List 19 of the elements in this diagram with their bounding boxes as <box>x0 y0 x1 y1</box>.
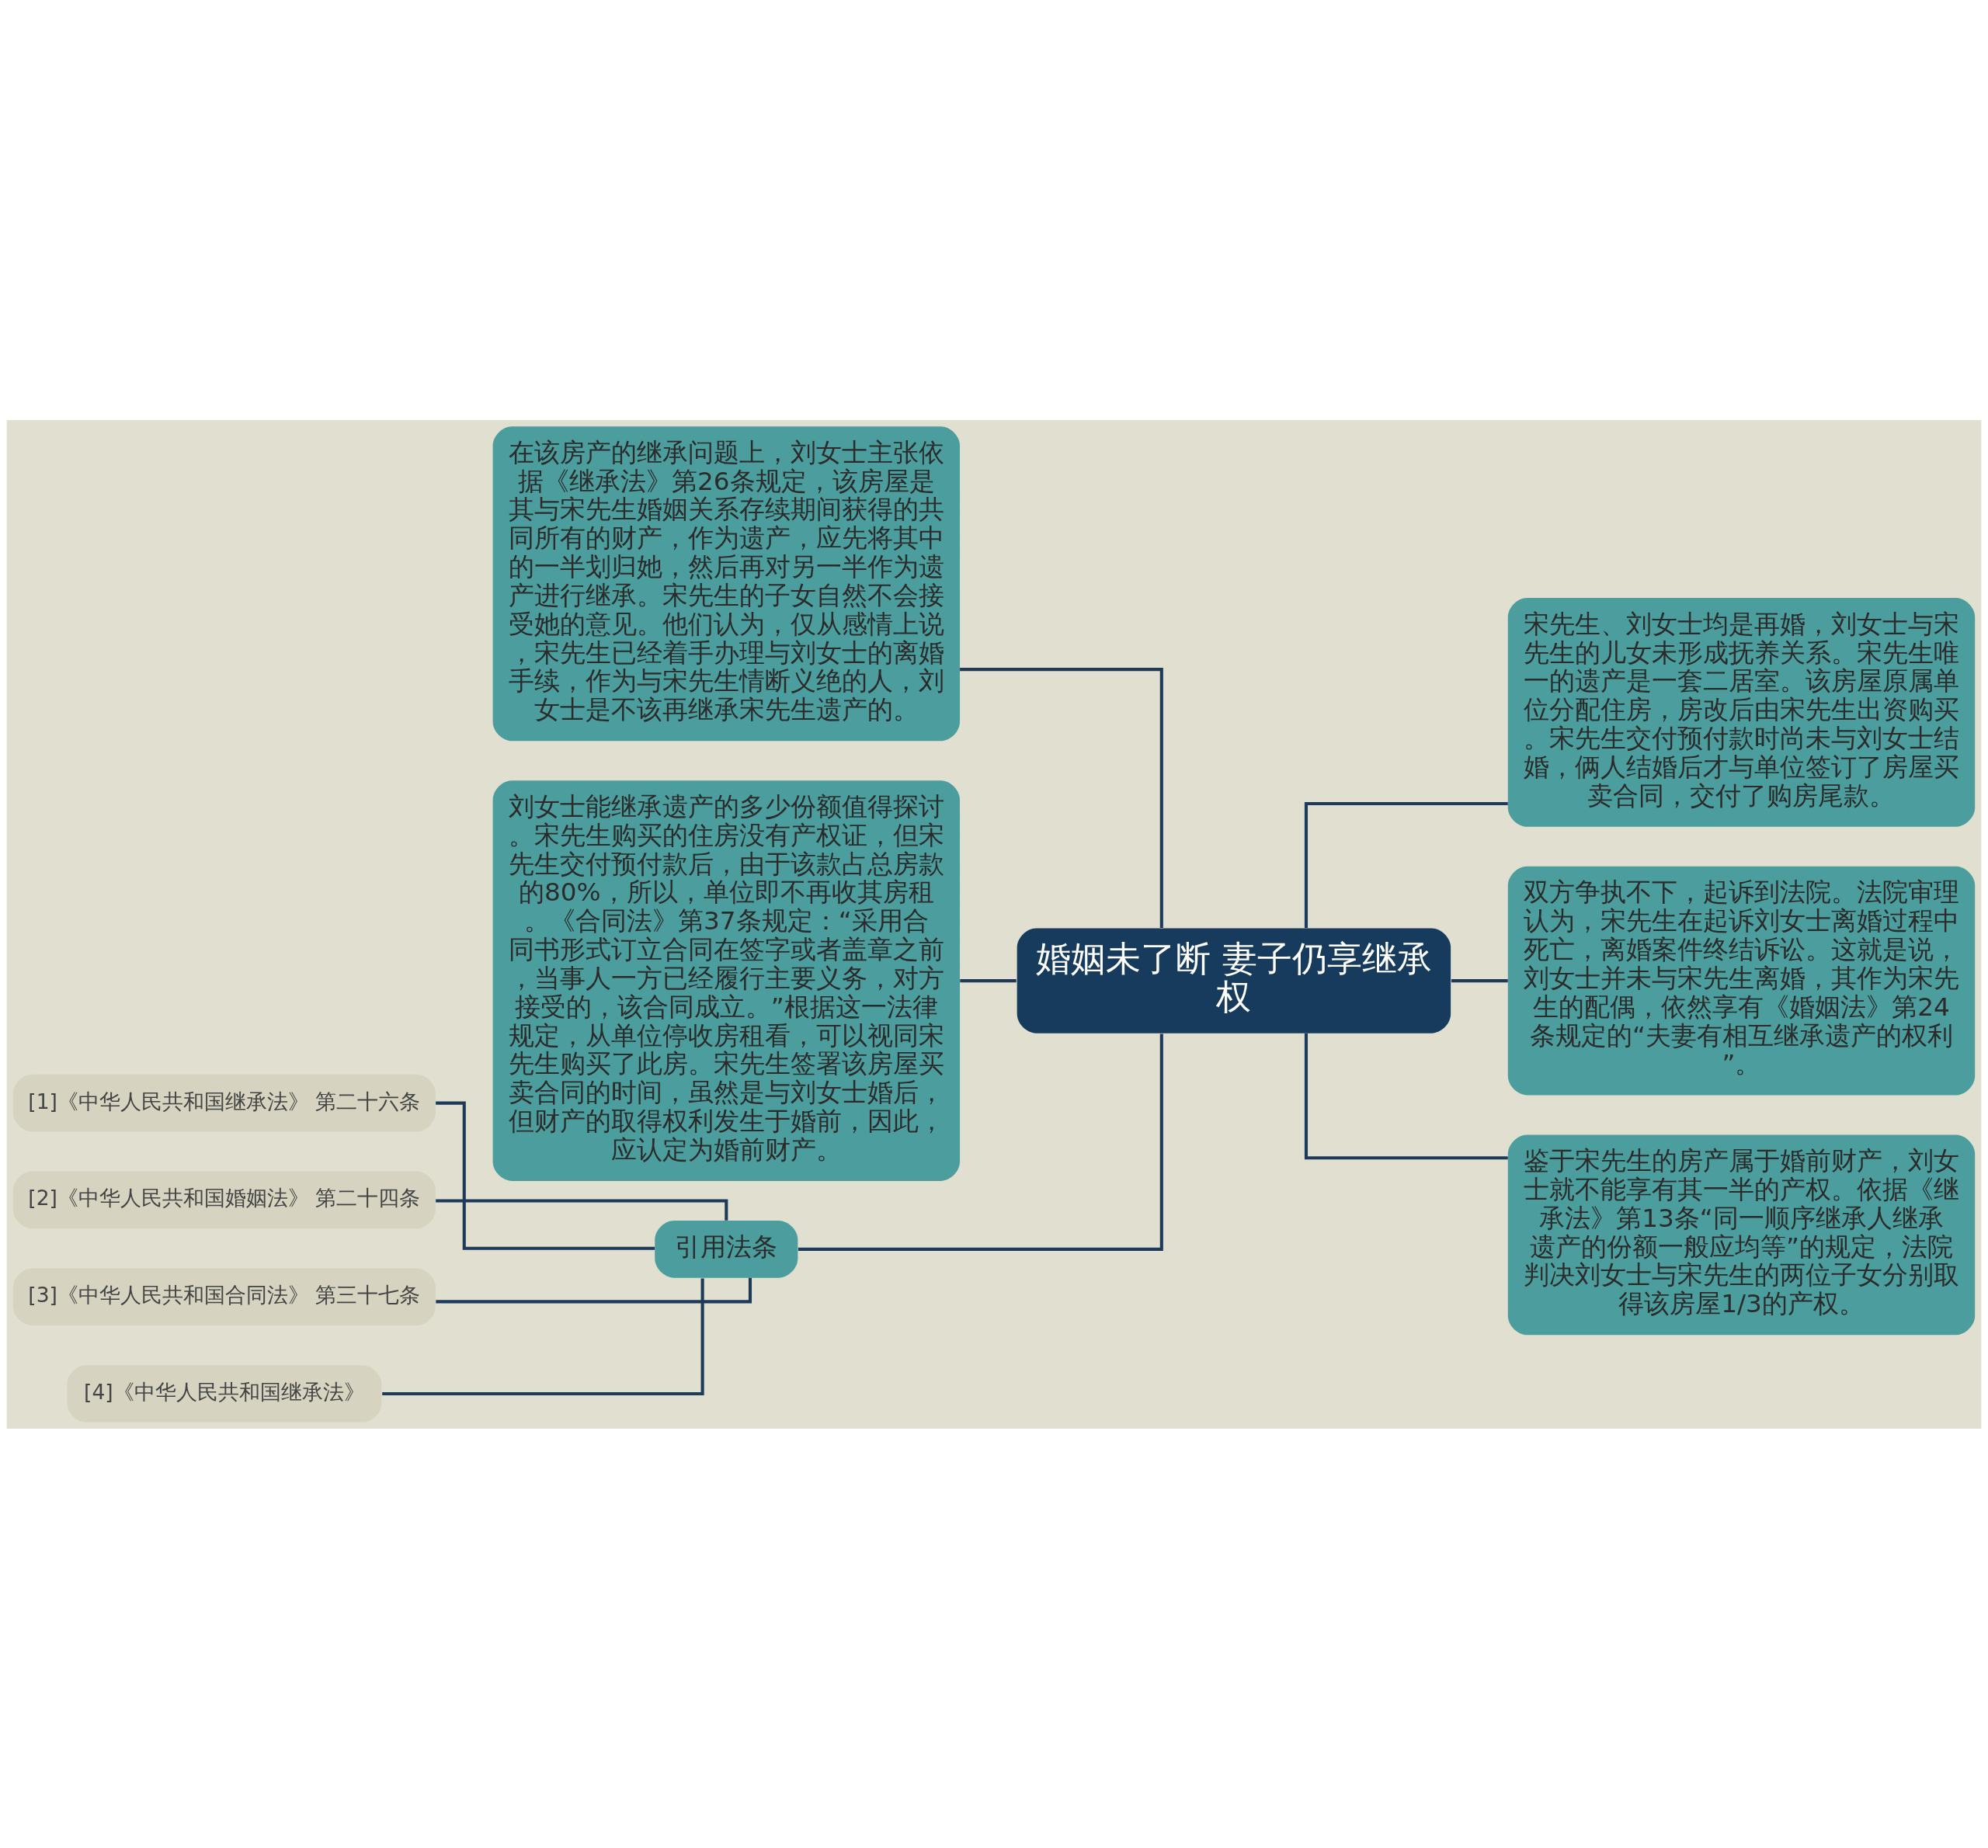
node-box: 刘女士能继承遗产的多少份额值得探讨。宋先生购买的住房没有产权证，但宋先生交付预付款后，由于该款占总房款的80%，所以，单位即不再收其房租。《合同法》第37条规定：“采用合同书形式订立合同在签字或者盖章之前，当事人一方已经履行主要义务，对方接受的，该合同成立。”根据这一法律规定，从单位停收房租看，可以视同宋先生购买了此房。宋先生签署该房屋买卖合同的时间，虽然是与刘女士婚后，但财产的取得权利发生于婚前，因此，应认定为婚前财产。 <box>492 780 960 1181</box>
connector <box>960 667 1163 928</box>
connector <box>1304 801 1508 928</box>
node-box: [3]《中华人民共和国合同法》 第三十七条 <box>12 1267 436 1325</box>
node-box: 双方争执不下，起诉到法院。法院审理认为，宋先生在起诉刘女士离婚过程中死亡，离婚案件终结诉讼。这就是说，刘女士并未与宋先生离婚，其作为宋先生的配偶，依然享有《婚姻法》第24条规定的“夫妻有相互继承遗产的权利”。 <box>1507 866 1976 1095</box>
node-box: 鉴于宋先生的房产属于婚前财产，刘女士就不能享有其一半的产权。依据《继承法》第13条“同一顺序继承人继承遗产的份额一般应均等”的规定，法院判决刘女士与宋先生的两位子女分别取得该房屋1/3的产权。 <box>1507 1134 1976 1335</box>
node-box: 在该房产的继承问题上，刘女士主张依据《继承法》第26条规定，该房屋是其与宋先生婚姻关系存续期间获得的共同所有的财产，作为遗产，应先将其中的一半划归她，然后再对另一半作为遗产进行继承。宋先生的子女自然不会接受她的意见。他们认为，仅从感情上说，宋先生已经着手办理与刘女士的离婚手续，作为与宋先生情断义绝的人，刘女士是不该再继承宋先生遗产的。 <box>492 426 960 741</box>
node-box: [4]《中华人民共和国继承法》 <box>67 1364 382 1422</box>
connector <box>1451 978 1508 982</box>
node-box: 引用法条 <box>655 1220 798 1278</box>
node-box: [1]《中华人民共和国继承法》 第二十六条 <box>12 1074 436 1131</box>
connector <box>798 1033 1163 1251</box>
node-box: 宋先生、刘女士均是再婚，刘女士与宋先生的儿女未形成抚养关系。宋先生唯一的遗产是一套二居室。该房屋原属单位分配住房，房改后由宋先生出资购买。宋先生交付预付款时尚未与刘女士结婚，俩人结婚后才与单位签订了房屋买卖合同，交付了购房尾款。 <box>1507 597 1976 827</box>
connector <box>436 1198 728 1221</box>
node-box: [2]《中华人民共和国婚姻法》 第二十四条 <box>12 1171 436 1228</box>
connector <box>382 1278 704 1395</box>
node-box: 婚姻未了断 妻子仍享继承权 <box>1017 928 1451 1033</box>
connector <box>960 978 1017 982</box>
connector <box>1304 1033 1508 1159</box>
